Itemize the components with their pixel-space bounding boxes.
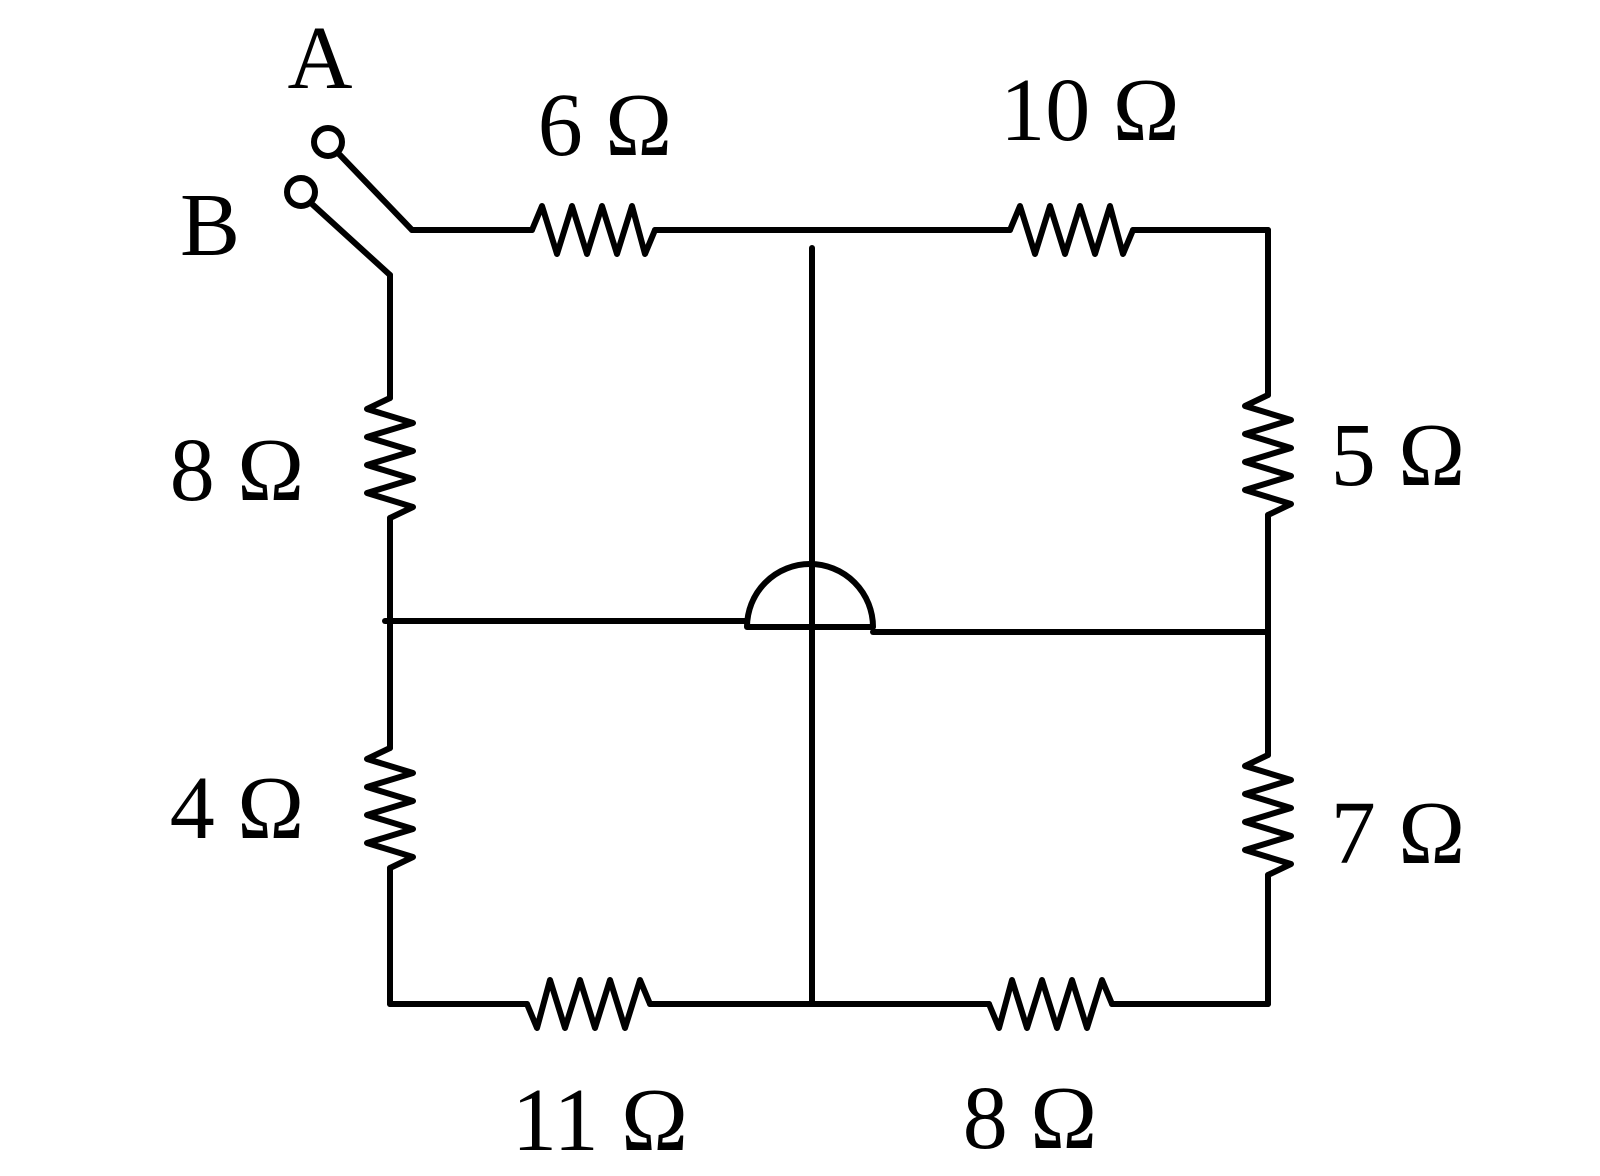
terminal-a-label: A <box>288 9 353 108</box>
terminal-a-lead <box>336 151 415 233</box>
label-7-ohm: 7 Ω <box>1331 784 1465 883</box>
label-5-ohm: 5 Ω <box>1331 406 1465 505</box>
label-4-ohm: 4 Ω <box>170 759 304 858</box>
crossover-hump <box>744 561 876 630</box>
terminal-b-lead <box>309 201 393 278</box>
terminal-b <box>284 175 318 209</box>
label-8-ohm-bottom: 8 Ω <box>963 1069 1097 1168</box>
label-11-ohm: 11 Ω <box>512 1071 688 1170</box>
resistor-8-ohm-bottom <box>986 977 1115 1031</box>
terminal-a <box>311 125 345 159</box>
resistor-5-ohm <box>1242 392 1294 518</box>
resistor-4-ohm <box>364 745 416 871</box>
resistor-11-ohm <box>524 977 653 1031</box>
resistor-7-ohm <box>1242 752 1294 878</box>
resistor-8-ohm-left <box>364 395 416 521</box>
label-8-ohm-left: 8 Ω <box>170 421 304 520</box>
terminal-b-label: B <box>180 176 240 275</box>
resistor-6-ohm <box>529 203 658 257</box>
label-10-ohm: 10 Ω <box>1000 61 1179 160</box>
label-6-ohm: 6 Ω <box>538 76 672 175</box>
resistor-10-ohm <box>1007 203 1136 257</box>
